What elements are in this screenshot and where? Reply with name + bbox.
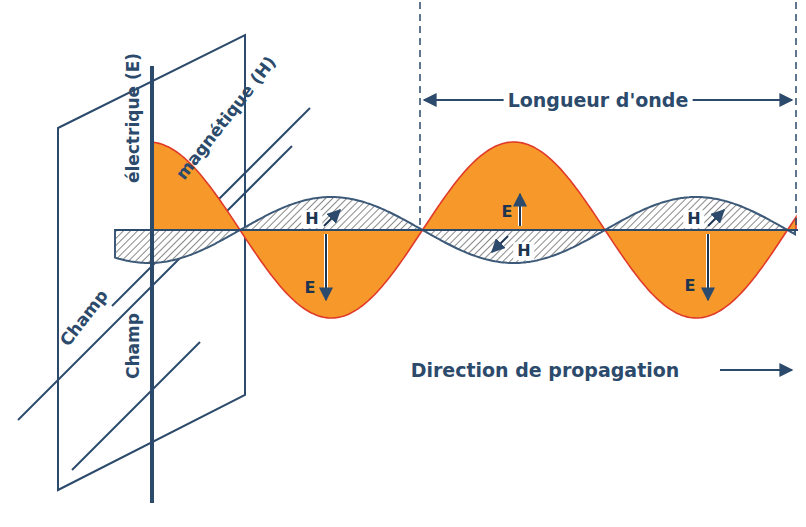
axis-label: Champ <box>124 313 143 379</box>
field-letter: E <box>685 277 696 295</box>
e-vector <box>519 194 521 226</box>
e-vector <box>325 234 327 300</box>
electric-axis <box>150 66 154 503</box>
field-letter: E <box>305 279 316 297</box>
propagation-axis <box>115 229 798 231</box>
dashed-line <box>795 2 797 228</box>
field-letter: E <box>502 203 513 221</box>
axis-label: magnétique (H) <box>172 53 279 183</box>
propagation-arrow <box>720 369 792 371</box>
field-letter: H <box>513 242 534 260</box>
h-vector <box>492 236 508 252</box>
field-letter: H <box>301 210 322 228</box>
dashed-line <box>419 2 421 228</box>
direction-label: Direction de propagation <box>411 360 680 381</box>
field-letter: H <box>683 210 704 228</box>
dimension-label: Longueur d'onde <box>504 90 693 111</box>
h-vector <box>708 210 724 226</box>
axis-label: Champ <box>56 286 111 349</box>
axis-label: électrique (E) <box>124 53 143 183</box>
e-vector <box>707 234 709 300</box>
h-vector <box>324 210 340 226</box>
